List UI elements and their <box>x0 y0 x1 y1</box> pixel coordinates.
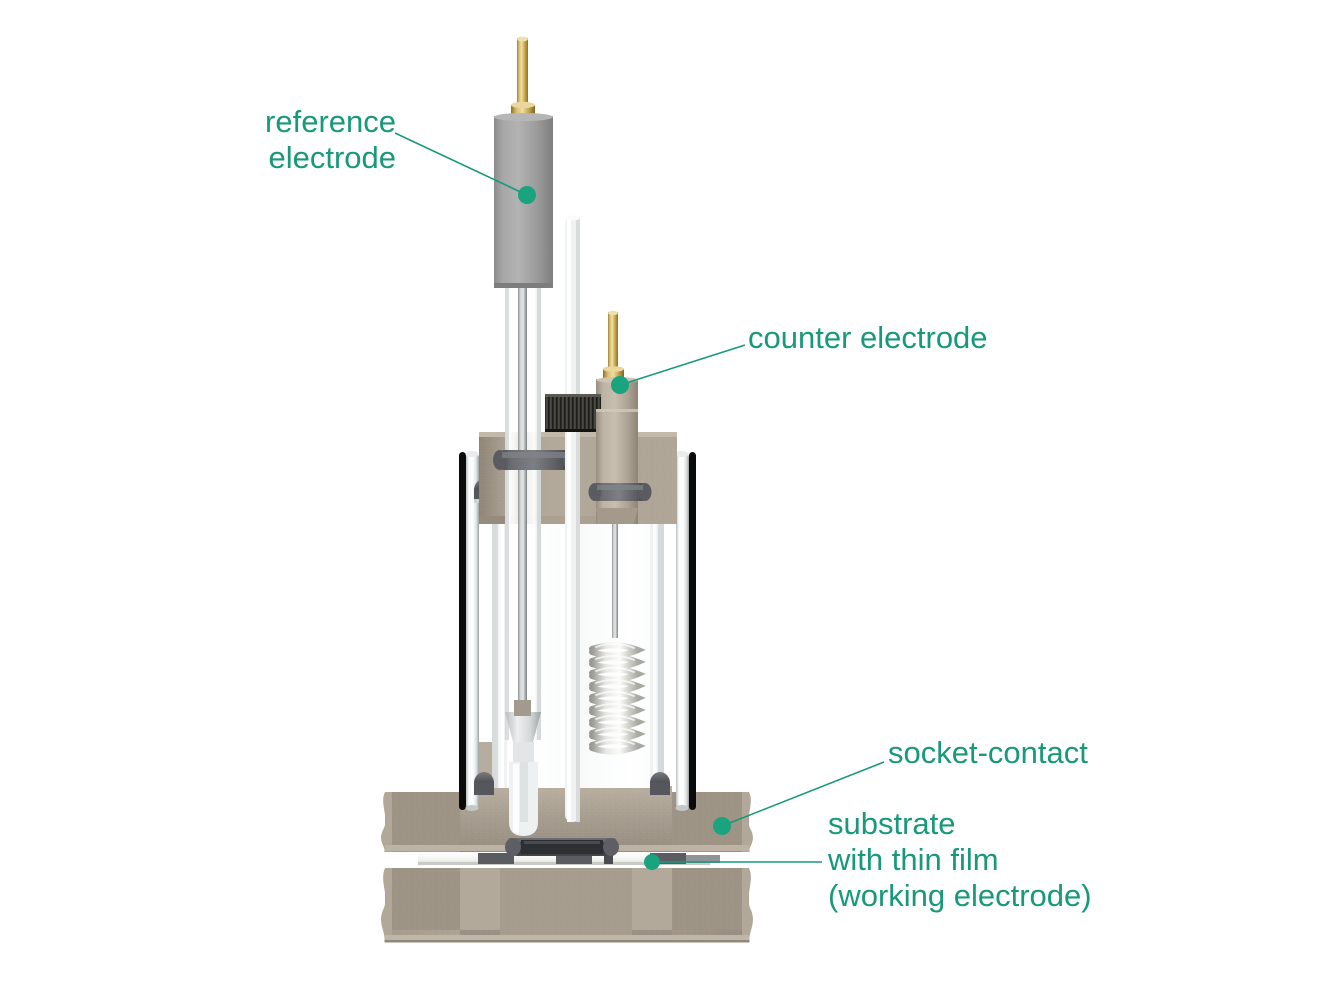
leader-socket-contact <box>721 761 885 827</box>
callout-dots <box>518 186 731 870</box>
dot-socket-contact <box>713 817 731 835</box>
reference-electrode-frit <box>505 712 541 742</box>
dot-counter-electrode <box>611 376 629 394</box>
thin-film-contacts <box>478 853 686 864</box>
reference-electrode-internal-rod <box>518 288 527 708</box>
callout-leaders <box>394 132 885 863</box>
counter-electrode-pin <box>608 312 618 372</box>
counter-electrode-platinum-coil <box>589 642 646 755</box>
leader-reference-electrode <box>394 132 528 196</box>
leader-counter-electrode <box>619 344 746 386</box>
dot-reference-electrode <box>518 186 536 204</box>
substrate-with-thin-film <box>418 853 720 865</box>
dot-substrate <box>644 854 660 870</box>
guide-rail-left <box>459 451 479 811</box>
label-socket-contact: socket-contact <box>888 735 1088 770</box>
counter-electrode-body <box>596 409 638 524</box>
label-reference-electrode: reference electrode <box>265 104 396 175</box>
vent-tube <box>565 215 580 822</box>
label-counter-electrode: counter electrode <box>748 320 988 355</box>
counter-electrode-knurled-nut <box>545 394 601 432</box>
label-substrate-with-thin-film: substrate with thin film (working electr… <box>828 806 1092 913</box>
counter-electrode-wire <box>612 524 618 638</box>
socket-base-block <box>381 868 753 943</box>
reference-electrode-pin <box>517 38 528 108</box>
cell-bottom-seal <box>505 838 619 856</box>
guide-rail-right <box>675 451 696 811</box>
